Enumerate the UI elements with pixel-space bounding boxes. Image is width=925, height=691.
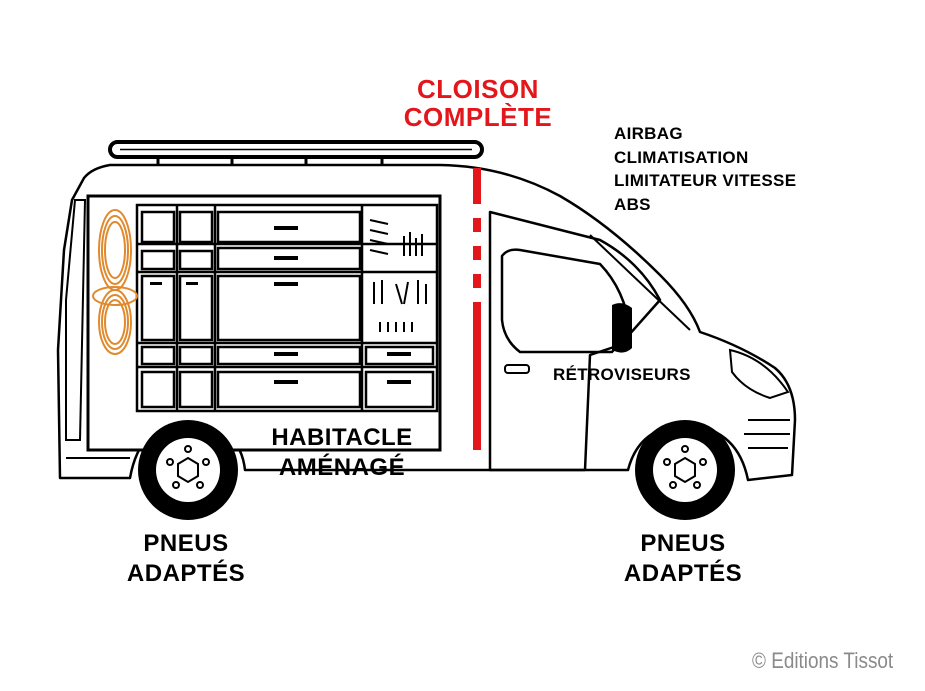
rear-tires-label-line2: ADAPTÉS [126,560,246,587]
front-tires-label: PNEUS ADAPTÉS [603,532,763,586]
front-tires-label-line2: ADAPTÉS [623,560,743,587]
cab-door [488,210,662,472]
door-handle [504,364,530,374]
headlight [728,348,790,400]
equipment-airbag: AIRBAG [614,124,683,143]
partition-label-line1: CLOISON [417,74,539,104]
rear-tires-label-line1: PNEUS [143,530,229,557]
rear-wheel [138,420,238,520]
cabin-label-line1: HABITACLE [271,424,413,451]
equipment-air-conditioning: CLIMATISATION [614,147,749,167]
front-grille [744,419,790,449]
equipment-abs: ABS [614,194,651,214]
tool-rack-icon [369,219,427,332]
equipment-list: AIRBAG CLIMATISATION LIMITATEUR VITESSE … [614,122,796,216]
mirrors-label: RÉTROVISEURS [553,365,691,384]
rear-tires-label: PNEUS ADAPTÉS [106,532,266,586]
wheel-hub-icon [166,445,210,489]
cargo-area [86,194,442,452]
cabin-label-line2: AMÉNAGÉ [278,454,406,481]
partition-label: CLOISON COMPLÈTE [396,76,560,130]
front-tires-label-line1: PNEUS [640,530,726,557]
cabin-label: HABITACLE AMÉNAGÉ [252,426,432,480]
rear-window [65,199,87,441]
copyright-credit: © Editions Tissot [752,648,894,673]
side-mirror-icon [612,303,632,353]
windshield-line [589,234,691,331]
front-wheel [635,420,735,520]
partition-marker [473,168,481,450]
partition-label-line2: COMPLÈTE [403,102,553,132]
cable-reel-icon [92,209,138,355]
wheel-hub-icon [663,445,707,489]
equipment-speed-limiter: LIMITATEUR VITESSE [614,171,797,190]
